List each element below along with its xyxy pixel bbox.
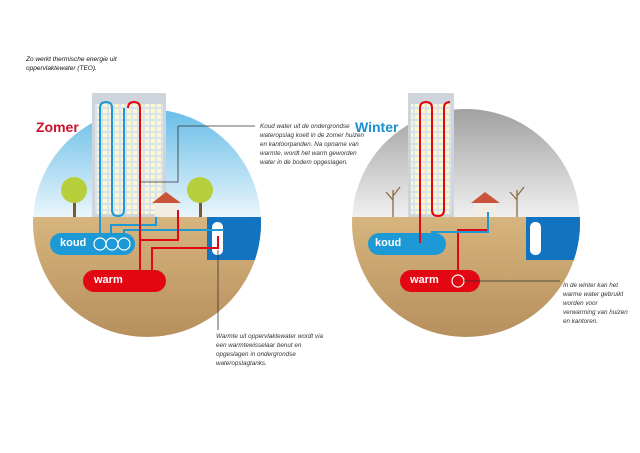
winter-warm-label: warm	[410, 274, 439, 286]
diagram-title: Zo werkt thermische energie uit oppervla…	[26, 56, 117, 72]
bare-tree-icon	[385, 186, 525, 217]
summer-note-bottom: Warmte uit oppervlaktewater wordt via ee…	[216, 333, 323, 367]
winter-cold-label: koud	[375, 237, 402, 249]
summer-note-top: Koud water uit de ondergrondse wateropsl…	[260, 123, 364, 166]
summer-label: Zomer	[36, 119, 79, 135]
house-icon	[471, 192, 500, 217]
summer-scene	[33, 93, 261, 337]
summer-cold-label: koud	[60, 237, 87, 249]
tree-icon	[187, 177, 213, 217]
winter-label: Winter	[355, 119, 399, 135]
winter-note: In de winter kan het warme water gebruik…	[563, 282, 628, 325]
summer-warm-label: warm	[94, 274, 123, 286]
house-icon	[152, 192, 181, 217]
tree-icon	[61, 177, 87, 217]
